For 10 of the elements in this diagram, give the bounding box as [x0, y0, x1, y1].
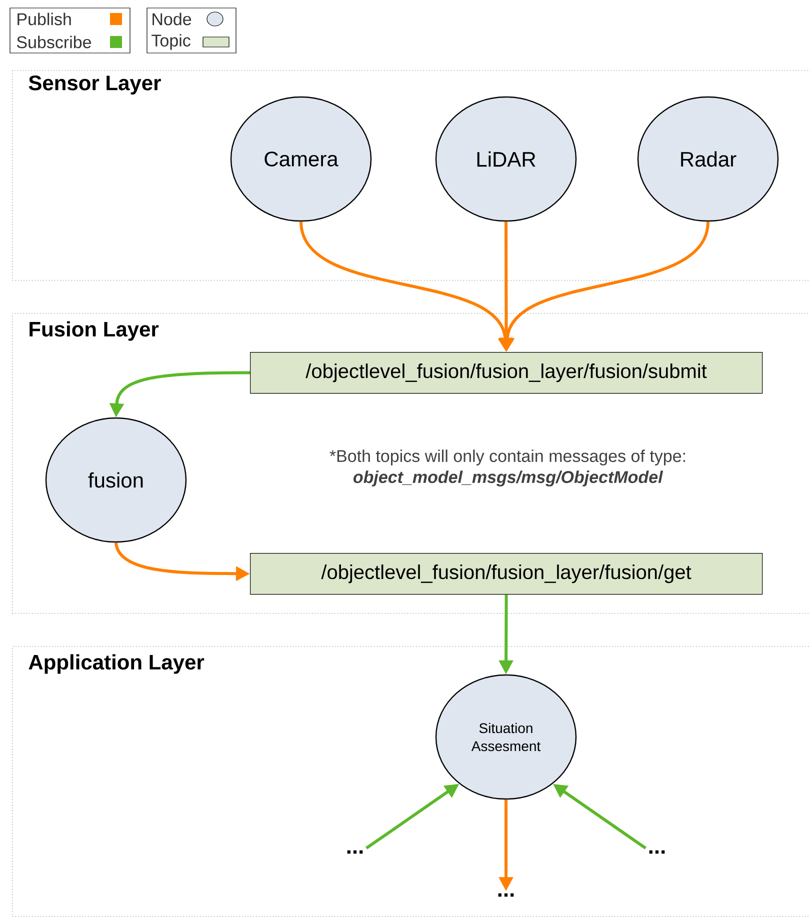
legend-label: Node	[152, 12, 192, 26]
ellipsis-text: ...	[498, 893, 514, 897]
topic-box: /objectlevel_fusion/fusion_layer/fusion/submit	[250, 352, 763, 394]
ellipsis-text: ...	[649, 850, 665, 854]
ellipsis-text: ...	[347, 850, 363, 854]
legend-label: Subscribe	[16, 36, 92, 48]
note-text: *Both topics will only contain messages of type: object_model_msgs/msg/ObjectModel	[330, 450, 685, 486]
topic-box: /objectlevel_fusion/fusion_layer/fusion/get	[250, 553, 763, 595]
legend-label: Topic	[152, 34, 190, 50]
legend-label: Publish	[18, 12, 71, 26]
